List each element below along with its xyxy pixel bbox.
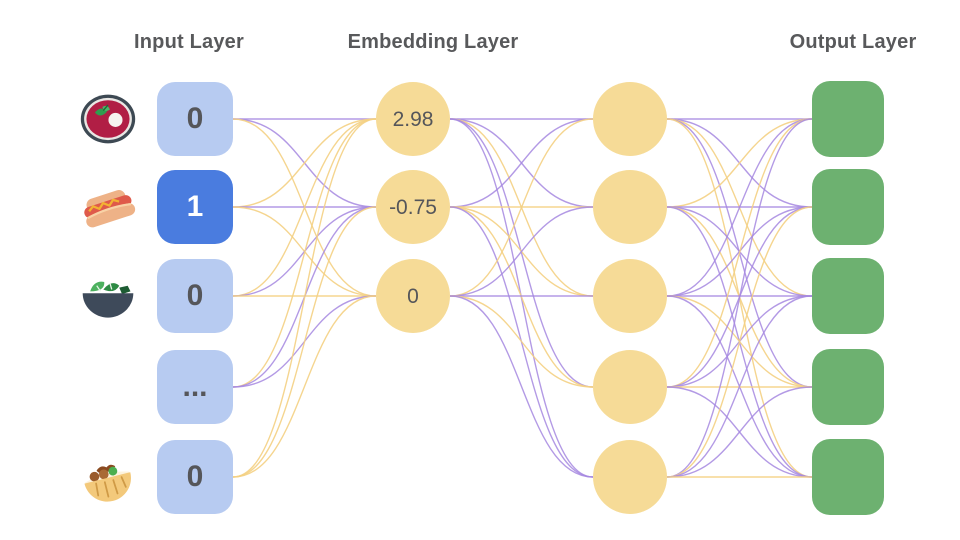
- hidden-node: [593, 82, 667, 156]
- hot-dog-icon: [78, 179, 138, 235]
- connection-edge: [232, 118, 377, 478]
- connection-edge: [666, 118, 813, 208]
- hidden-node: [593, 170, 667, 244]
- output-node: [812, 439, 884, 515]
- connection-edge: [449, 206, 594, 297]
- borscht-icon: [78, 91, 138, 147]
- connection-edge: [666, 386, 813, 478]
- connection-edge: [232, 295, 377, 478]
- connection-edge: [449, 295, 594, 478]
- output-node: [812, 349, 884, 425]
- connection-edge: [449, 118, 594, 297]
- salad-icon: [78, 268, 138, 324]
- connection-edge: [449, 118, 594, 388]
- hidden-node: [593, 440, 667, 514]
- input-layer-title: Input Layer: [134, 31, 244, 53]
- embedding-node-label: -0.75: [389, 195, 437, 219]
- input-node: 0: [157, 82, 233, 156]
- embedding-node: -0.75: [376, 170, 450, 244]
- connection-edge: [666, 118, 813, 388]
- embedding-node-label: 0: [407, 284, 419, 308]
- connection-edge: [666, 118, 813, 478]
- input-node: 1: [157, 170, 233, 244]
- input-node: ...: [157, 350, 233, 424]
- input-node-label: 0: [186, 102, 204, 135]
- connection-edge: [666, 295, 813, 478]
- output-layer-title: Output Layer: [789, 31, 917, 53]
- input-node: 0: [157, 440, 233, 514]
- input-node-label: 1: [186, 190, 204, 223]
- input-node-label: ...: [182, 370, 208, 403]
- embedding-node: 0: [376, 259, 450, 333]
- connection-edge: [232, 118, 377, 388]
- connection-edge: [232, 118, 377, 297]
- hidden-node: [593, 350, 667, 424]
- input-node: 0: [157, 259, 233, 333]
- input-node-label: 0: [186, 279, 204, 312]
- pita-icon: [78, 449, 138, 505]
- connection-edge: [232, 118, 377, 208]
- connection-edge: [232, 206, 377, 478]
- output-node: [812, 258, 884, 334]
- embedding-node-label: 2.98: [392, 107, 434, 131]
- embedding-layer-title: Embedding Layer: [347, 31, 519, 53]
- input-node-label: 0: [186, 460, 204, 493]
- output-node: [812, 169, 884, 245]
- connection-edge: [449, 206, 594, 388]
- connection-edge: [666, 118, 813, 297]
- output-node: [812, 81, 884, 157]
- connection-edge: [449, 118, 594, 208]
- embedding-node: 2.98: [376, 82, 450, 156]
- connection-edge: [666, 206, 813, 478]
- connection-edge: [449, 295, 594, 388]
- hidden-node: [593, 259, 667, 333]
